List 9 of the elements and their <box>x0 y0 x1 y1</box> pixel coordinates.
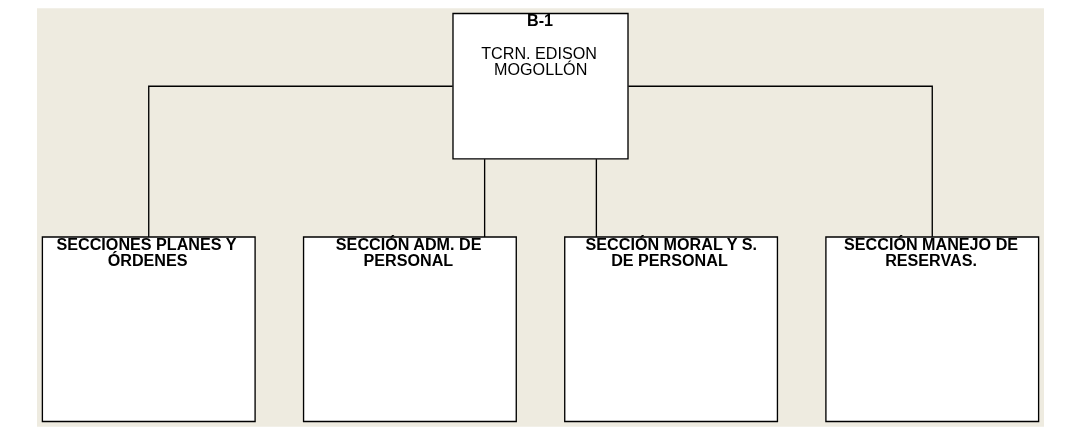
node-box: SECCIONES PLANES Y ÓRDENES <box>41 236 256 423</box>
connector <box>627 85 933 238</box>
node-box: B-1 TCRN. EDISON MOGOLLÓN <box>451 12 629 160</box>
node-box: SECCIÓN MANEJO DE RESERVAS. <box>824 236 1039 423</box>
node-box: SECCIÓN ADM. DE PERSONAL <box>302 236 517 423</box>
connector <box>147 85 453 238</box>
node-box: SECCIÓN MORAL Y S. DE PERSONAL <box>563 236 778 423</box>
connector <box>595 158 597 238</box>
connector <box>483 158 485 238</box>
